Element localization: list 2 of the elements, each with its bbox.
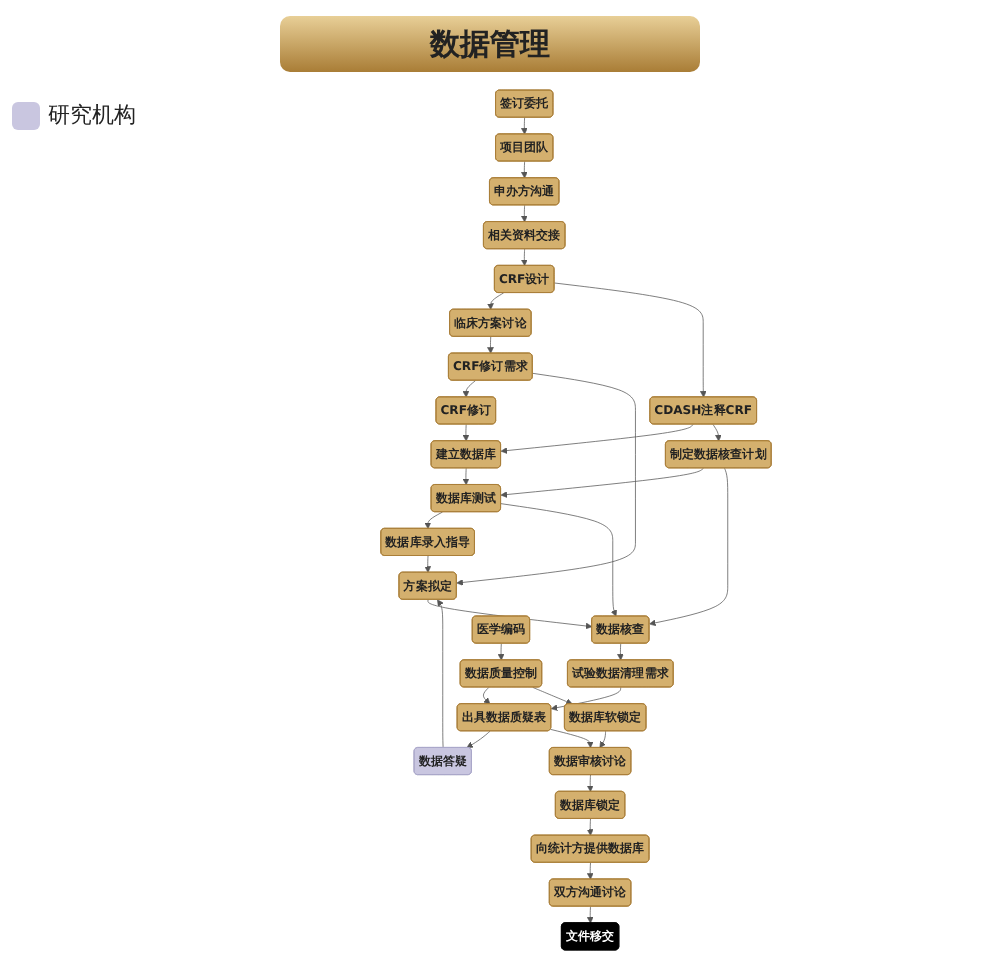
legend-label: 研究机构 [48, 100, 136, 130]
title-banner: 数据管理 [280, 16, 700, 72]
